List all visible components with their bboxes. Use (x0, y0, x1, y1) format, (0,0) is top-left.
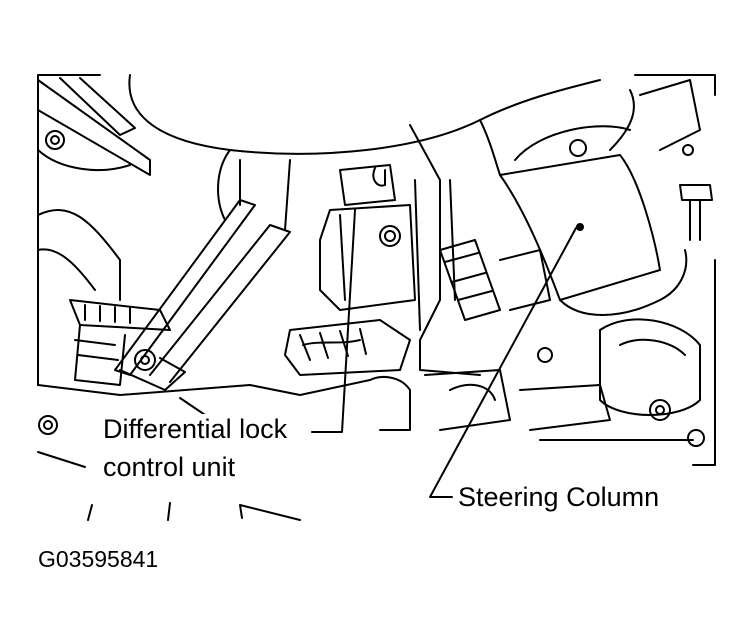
leader-lines (311, 209, 577, 498)
steering-column-label: Steering Column (456, 482, 662, 514)
differential-lock-label-line1: Differential lock (101, 414, 290, 446)
drawing-frame (37, 74, 716, 466)
steering-column-leader (429, 227, 577, 498)
center-bracket (409, 124, 481, 376)
differential-lock-leader (311, 209, 356, 433)
upper-left-bracket (37, 77, 151, 301)
differential-lock-label-line2: control unit (101, 452, 238, 484)
lower-left-mechanism (37, 299, 371, 396)
steering-column-shaft (499, 89, 688, 316)
differential-lock-control-unit (284, 164, 416, 376)
figure-code: G03595841 (38, 546, 159, 572)
connector-block (439, 239, 551, 321)
lower-center-components (37, 369, 511, 521)
steering-wheel-hub (128, 74, 601, 221)
right-side-components (519, 79, 713, 447)
pedal-arm (114, 159, 291, 391)
